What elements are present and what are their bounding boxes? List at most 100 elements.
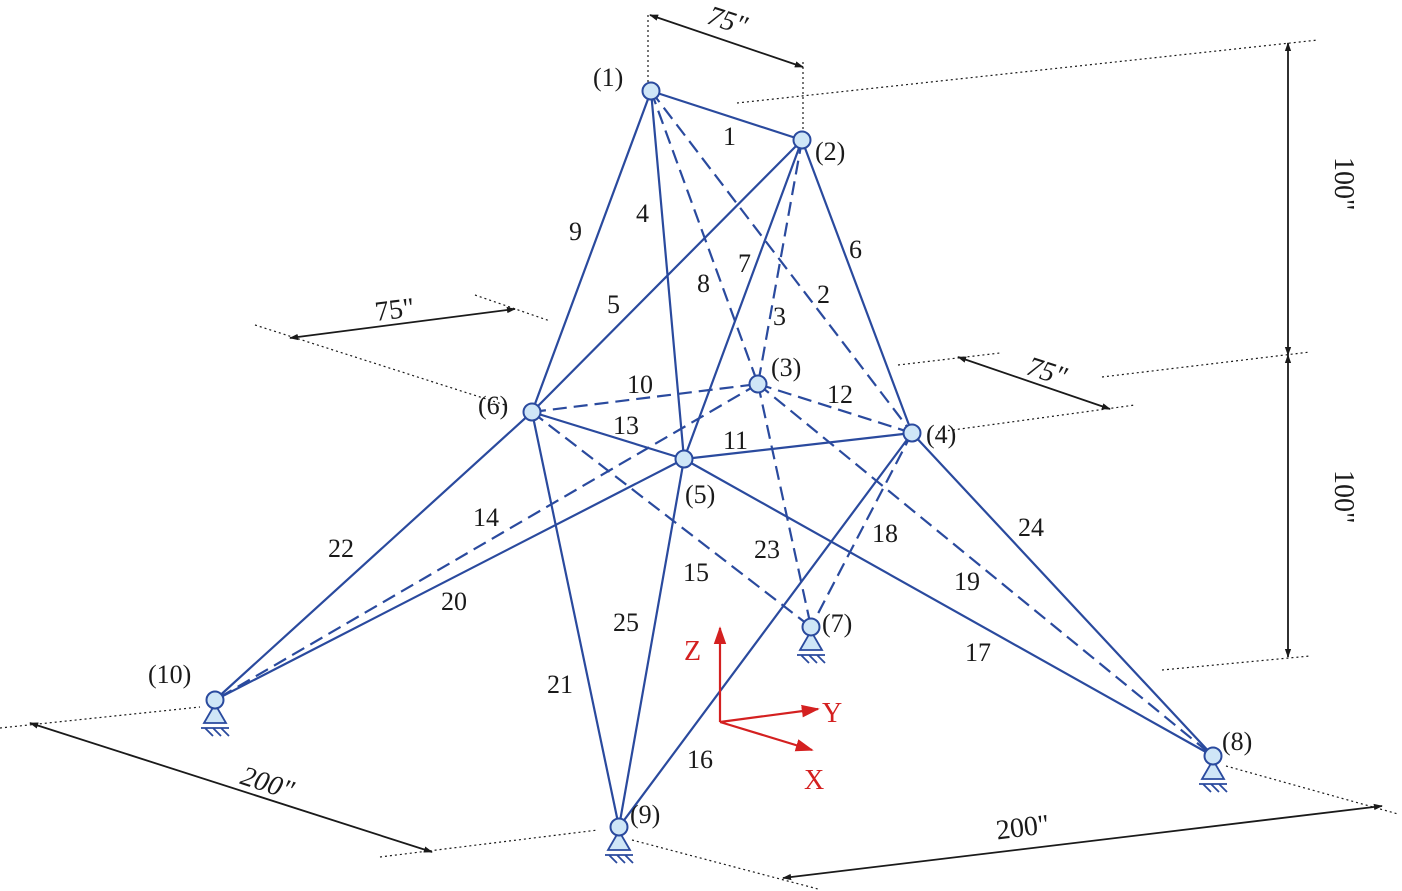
- member-label-15: 15: [683, 558, 709, 587]
- dimension-mid-left: 75": [254, 292, 551, 406]
- pin-support-8: [1199, 758, 1228, 793]
- member-label-25: 25: [613, 608, 639, 637]
- node-labels: (1) (2) (3) (4) (5) (6) (7) (8) (9) (10): [148, 63, 1252, 829]
- dim-lower-height-label: 100": [1328, 470, 1359, 523]
- dimension-top-width: 75": [647, 0, 804, 132]
- truss-member-25: [617, 457, 686, 829]
- x-axis-arrow: [719, 720, 814, 752]
- truss-member-16: [617, 431, 914, 829]
- x-axis-label: X: [804, 765, 824, 796]
- member-label-8: 8: [697, 269, 710, 298]
- node-6: [522, 402, 542, 422]
- member-label-10: 10: [627, 370, 653, 399]
- member-label-17: 17: [965, 638, 991, 667]
- truss-member-20: [213, 457, 686, 702]
- member-label-14: 14: [473, 503, 499, 532]
- y-axis-arrow: [719, 704, 820, 724]
- member-label-23: 23: [754, 535, 780, 564]
- node-4: [902, 423, 922, 443]
- member-label-16: 16: [687, 745, 713, 774]
- member-label-12: 12: [827, 380, 853, 409]
- node-label-9: (9): [630, 800, 660, 829]
- truss-member-5: [530, 138, 804, 414]
- ground-hatch: [605, 854, 634, 864]
- node-2: [792, 130, 812, 150]
- member-label-18: 18: [872, 519, 898, 548]
- node-10: [205, 690, 225, 710]
- member-label-22: 22: [328, 534, 354, 563]
- ground-hatch: [1199, 783, 1228, 793]
- member-label-21: 21: [547, 670, 573, 699]
- pin-support-7: [797, 629, 826, 664]
- truss-member-22: [213, 410, 534, 702]
- dimension-heights: 100" 100": [736, 39, 1359, 671]
- member-label-7: 7: [738, 249, 751, 278]
- node-9: [609, 817, 629, 837]
- member-label-4: 4: [636, 199, 649, 228]
- node-label-8: (8): [1222, 727, 1252, 756]
- truss-member-11: [682, 431, 914, 461]
- z-axis-label: Z: [684, 636, 701, 667]
- member-label-13: 13: [613, 411, 639, 440]
- truss-member-19: [757, 383, 1214, 757]
- member-label-6: 6: [849, 235, 862, 264]
- node-8: [1203, 746, 1223, 766]
- truss-member-13: [530, 410, 686, 461]
- dimension-base-right: 200": [631, 765, 1399, 890]
- truss-member-12: [757, 382, 913, 435]
- member-label-11: 11: [723, 426, 748, 455]
- pin-support-9: [605, 829, 634, 864]
- dim-base-right-label: 200": [994, 809, 1051, 846]
- support-triangle: [1200, 758, 1226, 780]
- truss-members: [213, 89, 1215, 829]
- member-label-3: 3: [773, 302, 786, 331]
- support-triangle: [606, 829, 632, 851]
- truss-member-7: [682, 138, 804, 461]
- truss-member-6: [800, 138, 914, 435]
- node-label-10: (10): [148, 660, 191, 689]
- node-label-4: (4): [926, 420, 956, 449]
- truss-member-21: [530, 410, 621, 829]
- dim-base-left-label: 200": [237, 761, 298, 807]
- dim-upper-height-label: 100": [1328, 157, 1359, 210]
- member-label-19: 19: [954, 567, 980, 596]
- pin-support-10: [201, 702, 230, 737]
- truss-nodes: [205, 81, 1223, 837]
- truss-member-10: [531, 382, 759, 414]
- truss-member-15: [531, 411, 812, 628]
- truss-member-14: [214, 383, 759, 701]
- support-triangle: [798, 629, 824, 651]
- truss-member-9: [530, 89, 653, 414]
- member-label-1: 1: [723, 122, 736, 151]
- pin-supports: [201, 629, 1228, 864]
- truss-member-17: [682, 457, 1215, 758]
- ground-hatch: [797, 654, 826, 664]
- dimension-base-left: 200": [0, 706, 599, 858]
- support-triangle: [202, 702, 228, 724]
- member-label-24: 24: [1018, 513, 1044, 542]
- truss-member-18: [810, 432, 913, 628]
- node-label-3: (3): [771, 353, 801, 382]
- node-label-7: (7): [822, 609, 852, 638]
- member-label-9: 9: [569, 217, 582, 246]
- member-label-5: 5: [607, 290, 620, 319]
- node-label-2: (2): [815, 137, 845, 166]
- node-7: [801, 617, 821, 637]
- member-label-20: 20: [441, 587, 467, 616]
- node-3: [748, 374, 768, 394]
- node-label-6: (6): [478, 391, 508, 420]
- truss-member-24: [910, 431, 1215, 758]
- node-5: [674, 449, 694, 469]
- node-1: [641, 81, 661, 101]
- dim-mid-right-label: 75": [1023, 351, 1071, 393]
- member-label-2: 2: [817, 280, 830, 309]
- node-label-5: (5): [685, 480, 715, 509]
- truss-member-1: [649, 89, 804, 142]
- y-axis-label: Y: [822, 698, 842, 729]
- coordinate-axes: Z Y X: [684, 626, 842, 796]
- dim-mid-left-label: 75": [373, 292, 416, 328]
- node-label-1: (1): [593, 63, 623, 92]
